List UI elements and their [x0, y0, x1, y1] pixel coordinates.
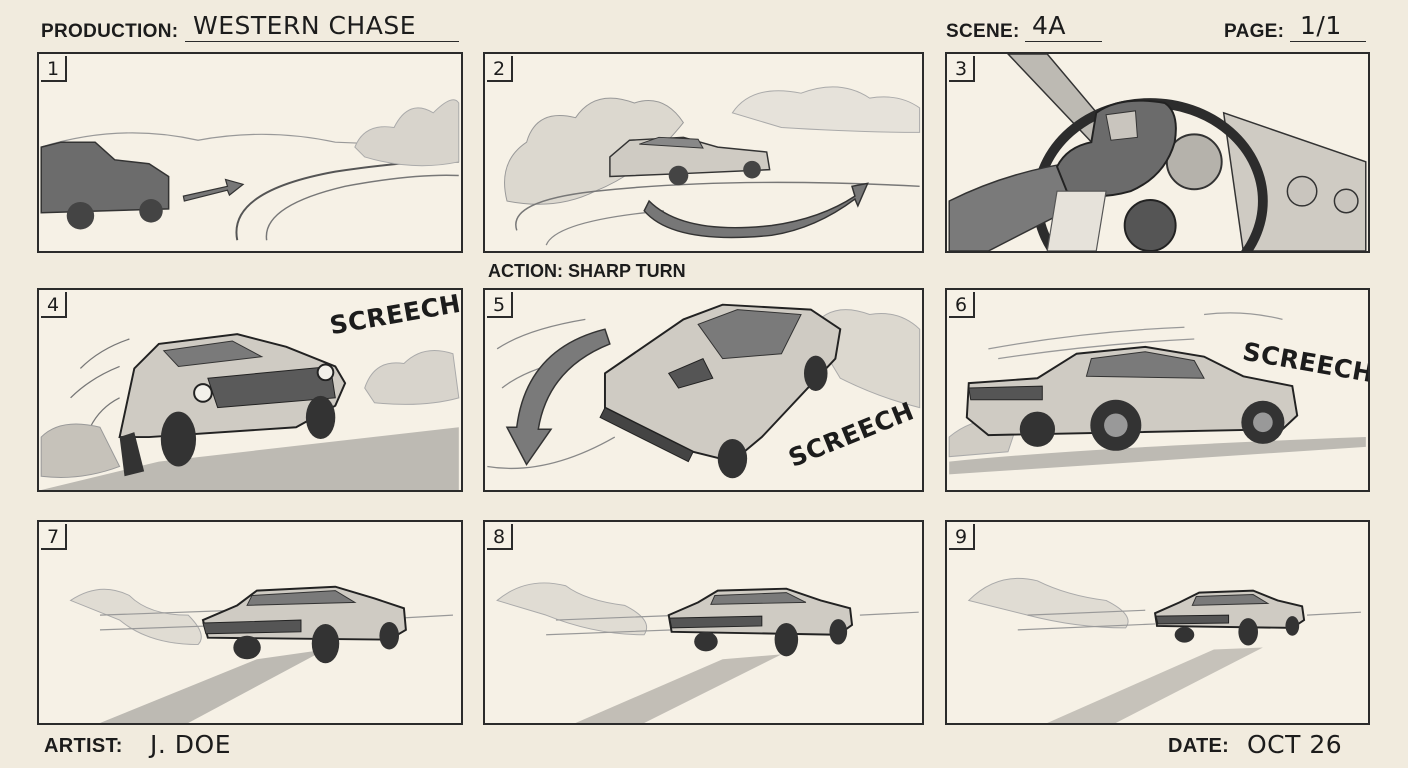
panel-4-sketch — [40, 333, 460, 490]
panel-2-sketch — [504, 86, 921, 246]
storyboard-panel-7: 7 — [37, 520, 463, 725]
panel-number: 3 — [949, 56, 975, 82]
panel-number: 8 — [487, 524, 513, 550]
page-label: PAGE: — [1224, 21, 1285, 42]
panel-number: 4 — [41, 292, 67, 318]
panel-7-sketch — [69, 585, 453, 723]
page-number: 1/1 — [1300, 11, 1342, 40]
page-underline — [1290, 41, 1366, 42]
scene-number: 4A — [1032, 11, 1067, 40]
panel-1-sketch — [40, 99, 460, 241]
storyboard-panel-2: 2 — [483, 52, 924, 253]
panel-number: 1 — [41, 56, 67, 82]
artist-name: J. DOE — [150, 730, 231, 759]
panel-number: 5 — [487, 292, 513, 318]
storyboard-panel-5: 5 SCREECH — [483, 288, 924, 492]
artist-label: ARTIST: — [44, 735, 123, 757]
storyboard-panel-1: 1 — [37, 52, 463, 253]
storyboard-panel-8: 8 — [483, 520, 924, 725]
storyboard-panel-6: 6 SCREECH — [945, 288, 1370, 492]
scene-underline — [1025, 41, 1102, 42]
panel-6-sketch — [948, 312, 1366, 475]
panel-number: 2 — [487, 56, 513, 82]
date-value: OCT 26 — [1247, 730, 1343, 759]
panel-9-sketch — [967, 577, 1361, 723]
panel-number: 7 — [41, 524, 67, 550]
production-underline — [185, 41, 459, 42]
scene-label: SCENE: — [946, 21, 1020, 42]
production-title: WESTERN CHASE — [193, 11, 416, 40]
panel-number: 6 — [949, 292, 975, 318]
panel-number: 9 — [949, 524, 975, 550]
storyboard-panel-9: 9 — [945, 520, 1370, 725]
action-note: ACTION: SHARP TURN — [488, 261, 686, 281]
panel-8-sketch — [496, 582, 919, 723]
storyboard-panel-3: 3 — [945, 52, 1370, 253]
panel-3-sketch — [948, 54, 1367, 251]
date-label: DATE: — [1168, 735, 1230, 757]
panel-5-sketch — [487, 303, 921, 479]
storyboard-panel-4: 4 SCREECH — [37, 288, 463, 492]
production-label: PRODUCTION: — [41, 21, 179, 42]
